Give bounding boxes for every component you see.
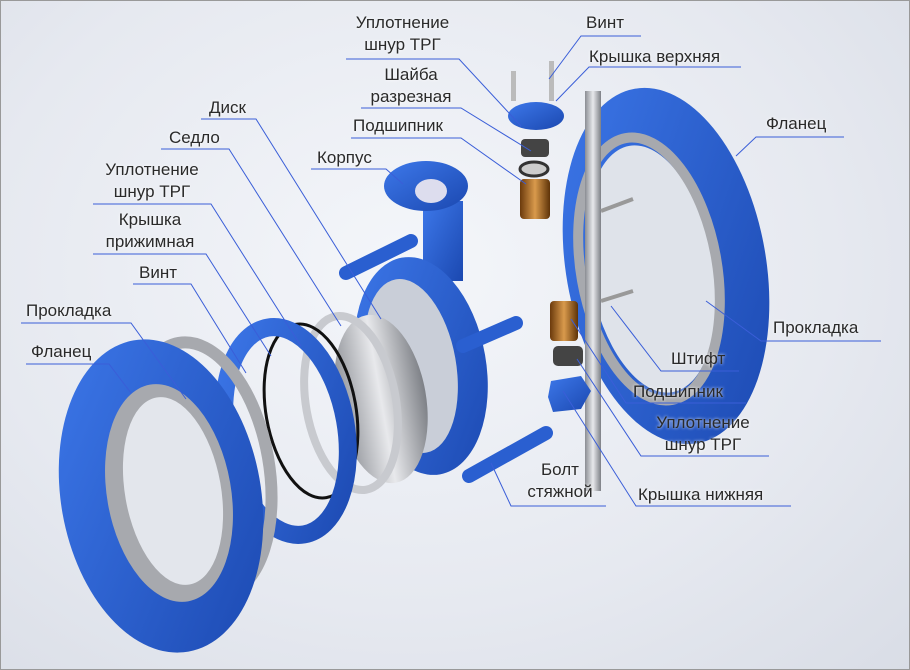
pin <box>600 289 634 303</box>
label-right-gasket: Прокладка <box>773 318 859 337</box>
bottom-parts <box>548 301 591 412</box>
label-line: Крышка <box>118 210 182 229</box>
label-body: Корпус <box>317 148 372 167</box>
left-flange <box>58 339 264 653</box>
stem-shaft <box>585 91 601 491</box>
label-pin: Штифт <box>671 349 726 368</box>
label-line: прижимная <box>105 232 195 251</box>
label-disc: Диск <box>209 98 246 117</box>
label-line: шнур ТРГ <box>664 435 742 454</box>
label-line: Уплотнение <box>355 13 450 32</box>
right-flange <box>562 87 770 445</box>
label-left-flange: Фланец <box>31 342 92 361</box>
label-line: Уплотнение <box>105 160 199 179</box>
label-line: Уплотнение <box>656 413 750 432</box>
label-line: шнур ТРГ <box>364 35 441 54</box>
label-bottom-seal: Уплотнение шнур ТРГ <box>647 412 759 456</box>
label-line: шнур ТРГ <box>113 182 191 201</box>
label-clamp-cover: Крышка прижимная <box>96 209 204 253</box>
label-split-washer: Шайба разрезная <box>361 64 461 108</box>
label-top-bearing: Подшипник <box>353 116 443 135</box>
label-top-cover: Крышка верхняя <box>589 47 721 66</box>
pin <box>600 197 634 213</box>
label-bottom-cover: Крышка нижняя <box>638 485 764 504</box>
label-top-screw: Винт <box>586 13 625 32</box>
label-bottom-bearing: Подшипник <box>633 382 723 401</box>
label-left-seal: Уплотнение шнур ТРГ <box>96 159 208 203</box>
label-tie-bolt: Болт стяжной <box>519 459 601 503</box>
right-gasket <box>573 132 725 406</box>
label-line: Болт <box>541 460 579 479</box>
label-left-gasket: Прокладка <box>26 301 112 320</box>
label-line: стяжной <box>527 482 593 501</box>
label-left-screw: Винт <box>139 263 178 282</box>
top-parts <box>508 61 564 219</box>
label-line: Шайба <box>384 65 438 84</box>
label-seat: Седло <box>169 128 220 147</box>
label-top-seal: Уплотнение шнур ТРГ <box>346 12 459 56</box>
label-line: разрезная <box>370 87 452 106</box>
label-right-flange: Фланец <box>766 114 827 133</box>
leader-lines <box>21 35 881 507</box>
seat <box>300 311 402 495</box>
